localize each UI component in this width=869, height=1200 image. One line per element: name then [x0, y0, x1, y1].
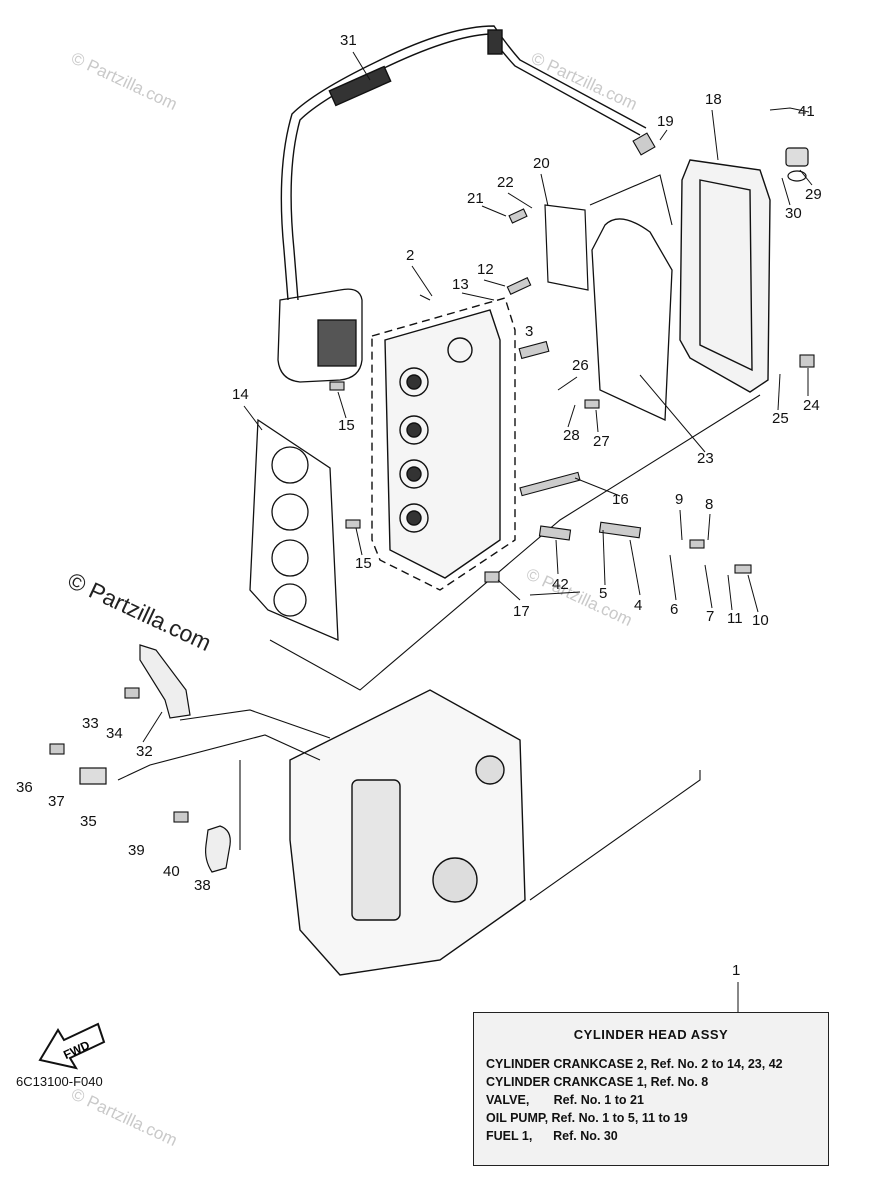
callout-35: 35	[80, 813, 97, 830]
hose-31	[280, 25, 647, 301]
callout-38: 38	[194, 877, 211, 894]
clip-35	[79, 767, 107, 785]
callout-31: 31	[340, 32, 357, 49]
callout-3: 3	[525, 323, 533, 340]
callout-1: 1	[732, 962, 740, 979]
callout-22: 22	[497, 174, 514, 191]
callout-14: 14	[232, 386, 249, 403]
assembly-lines	[117, 174, 761, 901]
callout-36: 36	[16, 779, 33, 796]
callout-16: 16	[612, 491, 629, 508]
watermark: © Partzilla.com	[68, 48, 180, 114]
callout-17: 17	[513, 603, 530, 620]
filter-cover	[277, 288, 363, 383]
callout-40: 40	[163, 863, 180, 880]
callout-27: 27	[593, 433, 610, 450]
callout-5: 5	[599, 585, 607, 602]
cover-gasket	[591, 218, 673, 421]
callout-26: 26	[572, 357, 589, 374]
watermark: © Partzilla.com	[523, 564, 635, 630]
callout-4: 4	[634, 597, 642, 614]
callout-11: 11	[727, 610, 743, 627]
callout-29: 29	[805, 186, 822, 203]
callout-13: 13	[452, 276, 469, 293]
note-line: CYLINDER CRANKCASE 1, Ref. No. 8	[486, 1075, 709, 1089]
bracket-32	[139, 644, 191, 719]
callout-34: 34	[106, 725, 123, 742]
assembly-note-box: CYLINDER HEAD ASSY CYLINDER CRANKCASE 2,…	[473, 1012, 829, 1166]
note-title: CYLINDER HEAD ASSY	[573, 1027, 729, 1042]
callout-6: 6	[670, 601, 678, 618]
callouts: 1 2 3 4 5 6 7 8 9 10 11 12 13 14 15 15 1…	[16, 32, 822, 979]
callout-12: 12	[477, 261, 494, 278]
callout-7: 7	[706, 608, 714, 625]
fasteners	[49, 132, 815, 823]
head-gasket	[249, 418, 339, 642]
callout-33: 33	[82, 715, 99, 732]
note-line: FUEL 1, Ref. No. 30	[486, 1129, 618, 1143]
callout-28: 28	[563, 427, 580, 444]
callout-18: 18	[705, 91, 722, 108]
callout-42: 42	[552, 576, 569, 593]
watermark-large: © Partzilla.com	[64, 567, 215, 656]
callout-8: 8	[705, 496, 713, 513]
callout-19: 19	[657, 113, 674, 130]
callout-23: 23	[697, 450, 714, 467]
callout-24: 24	[803, 397, 820, 414]
callout-30: 30	[785, 205, 802, 222]
callout-15a: 15	[338, 417, 355, 434]
callout-21: 21	[467, 190, 484, 207]
note-line: VALVE, Ref. No. 1 to 21	[486, 1093, 644, 1107]
leader-lines	[142, 51, 813, 1012]
callout-9: 9	[675, 491, 683, 508]
head-cover	[679, 159, 771, 393]
fwd-arrow: FWD	[36, 1020, 106, 1077]
watermarks: © Partzilla.com © Partzilla.com © Partzi…	[64, 48, 640, 1150]
cylinder-head	[371, 297, 516, 591]
crankcase	[289, 689, 526, 976]
cap-29	[785, 147, 809, 182]
diagram-code: 6C13100-F040	[16, 1074, 103, 1089]
note-line: CYLINDER CRANKCASE 2, Ref. No. 2 to 14, …	[486, 1057, 783, 1071]
watermark: © Partzilla.com	[68, 1084, 180, 1150]
plate-20	[544, 204, 589, 291]
callout-10: 10	[752, 612, 769, 629]
callout-20: 20	[533, 155, 550, 172]
callout-2: 2	[406, 247, 414, 264]
callout-32: 32	[136, 743, 153, 760]
callout-39: 39	[128, 842, 145, 859]
callout-37: 37	[48, 793, 65, 810]
note-line: OIL PUMP, Ref. No. 1 to 5, 11 to 19	[486, 1111, 688, 1125]
plate-38	[205, 825, 231, 873]
callout-25: 25	[772, 410, 789, 427]
callout-15b: 15	[355, 555, 372, 572]
